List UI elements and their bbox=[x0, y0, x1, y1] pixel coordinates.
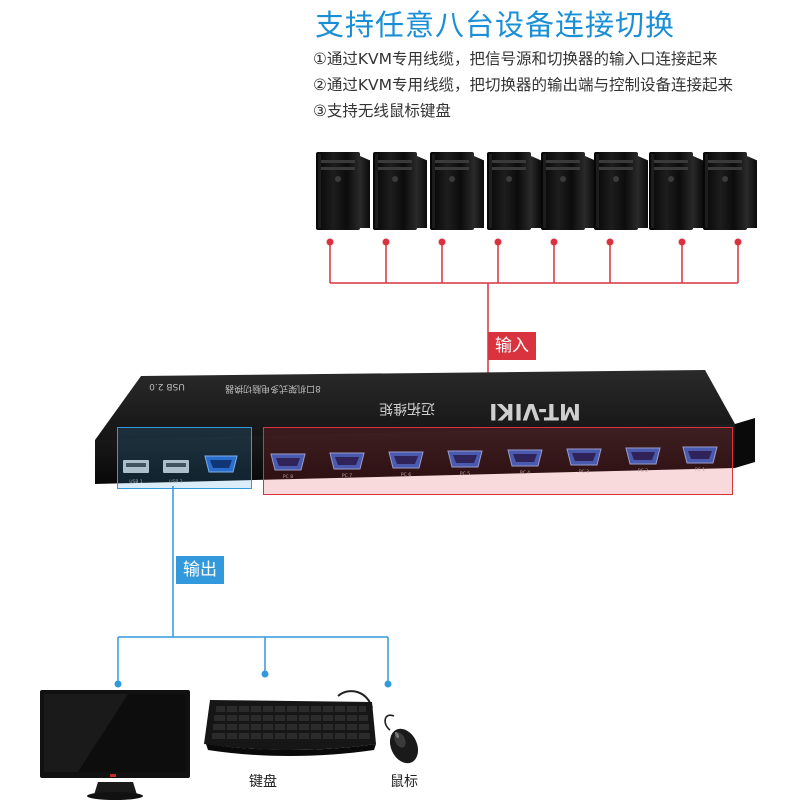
usb-version-text: USB 2.0 bbox=[149, 381, 185, 391]
pc-port-7: PC 7 bbox=[329, 452, 365, 479]
computer-tower-icon bbox=[430, 152, 484, 230]
pc-port-label: PC 7 bbox=[342, 473, 352, 479]
step-2-text: ②通过KVM专用线缆，把切换器的输出端与控制设备连接起来 bbox=[313, 76, 734, 94]
pc-port-label: PC 4 bbox=[520, 470, 530, 476]
brand-cn-text: 迈拓维矩 bbox=[379, 400, 435, 416]
computer-tower-icon bbox=[703, 152, 757, 230]
vga-output-port bbox=[204, 455, 238, 473]
usb-port-1: USB 1 bbox=[123, 460, 149, 485]
step-3-text: ③支持无线鼠标键盘 bbox=[313, 102, 451, 120]
pc-port-label: PC 2 bbox=[638, 468, 648, 474]
input-label: 输入 bbox=[488, 332, 536, 360]
pc-port-label: PC 8 bbox=[283, 474, 293, 480]
pc-port-label: PC 3 bbox=[579, 469, 589, 475]
usb-port-label: USB 1 bbox=[129, 479, 143, 485]
pc-port-label: PC 6 bbox=[401, 472, 411, 478]
computer-tower-icon bbox=[594, 152, 648, 230]
mouse-icon bbox=[384, 714, 419, 764]
pc-port-8: PC 8 bbox=[270, 453, 306, 480]
mouse-label: 鼠标 bbox=[390, 774, 418, 790]
computer-tower-icon bbox=[487, 152, 541, 230]
computer-tower-icon bbox=[373, 152, 427, 230]
computer-tower-icon bbox=[649, 152, 703, 230]
pc-port-label: PC 5 bbox=[460, 471, 470, 477]
usb-port-label: USB 2 bbox=[169, 479, 183, 485]
pc-port-3: PC 3 bbox=[566, 448, 602, 475]
step-1-text: ①通过KVM专用线缆，把信号源和切换器的输入口连接起来 bbox=[313, 50, 718, 68]
pc-port-1: PC 1 bbox=[682, 446, 718, 473]
pc-port-2: PC 2 bbox=[625, 447, 661, 474]
output-ports-highlight bbox=[117, 427, 252, 489]
pc-port-label: PC 1 bbox=[695, 467, 705, 473]
input-ports-highlight bbox=[263, 427, 733, 495]
usb-port-2: USB 2 bbox=[163, 460, 189, 485]
output-label: 输出 bbox=[176, 556, 224, 584]
brand-logo-text: MT-VIKI bbox=[489, 398, 581, 423]
computer-tower-icon bbox=[316, 152, 370, 230]
keyboard-label: 键盘 bbox=[249, 774, 277, 790]
pc-port-4: PC 4 bbox=[507, 449, 543, 476]
pc-port-5: PC 5 bbox=[447, 450, 483, 477]
pc-port-6: PC 6 bbox=[388, 451, 424, 478]
model-text: 8口机架式多电脑切换器 bbox=[225, 383, 321, 395]
page-title: 支持任意八台设备连接切换 bbox=[315, 8, 676, 42]
computer-tower-icon bbox=[541, 152, 595, 230]
kvm-switch: MT-VIKI 迈拓维矩 8口机架式多电脑切换器 USB 2.0 USB 1 U… bbox=[95, 370, 755, 485]
keyboard-icon bbox=[204, 690, 376, 756]
monitor-icon bbox=[40, 690, 190, 800]
